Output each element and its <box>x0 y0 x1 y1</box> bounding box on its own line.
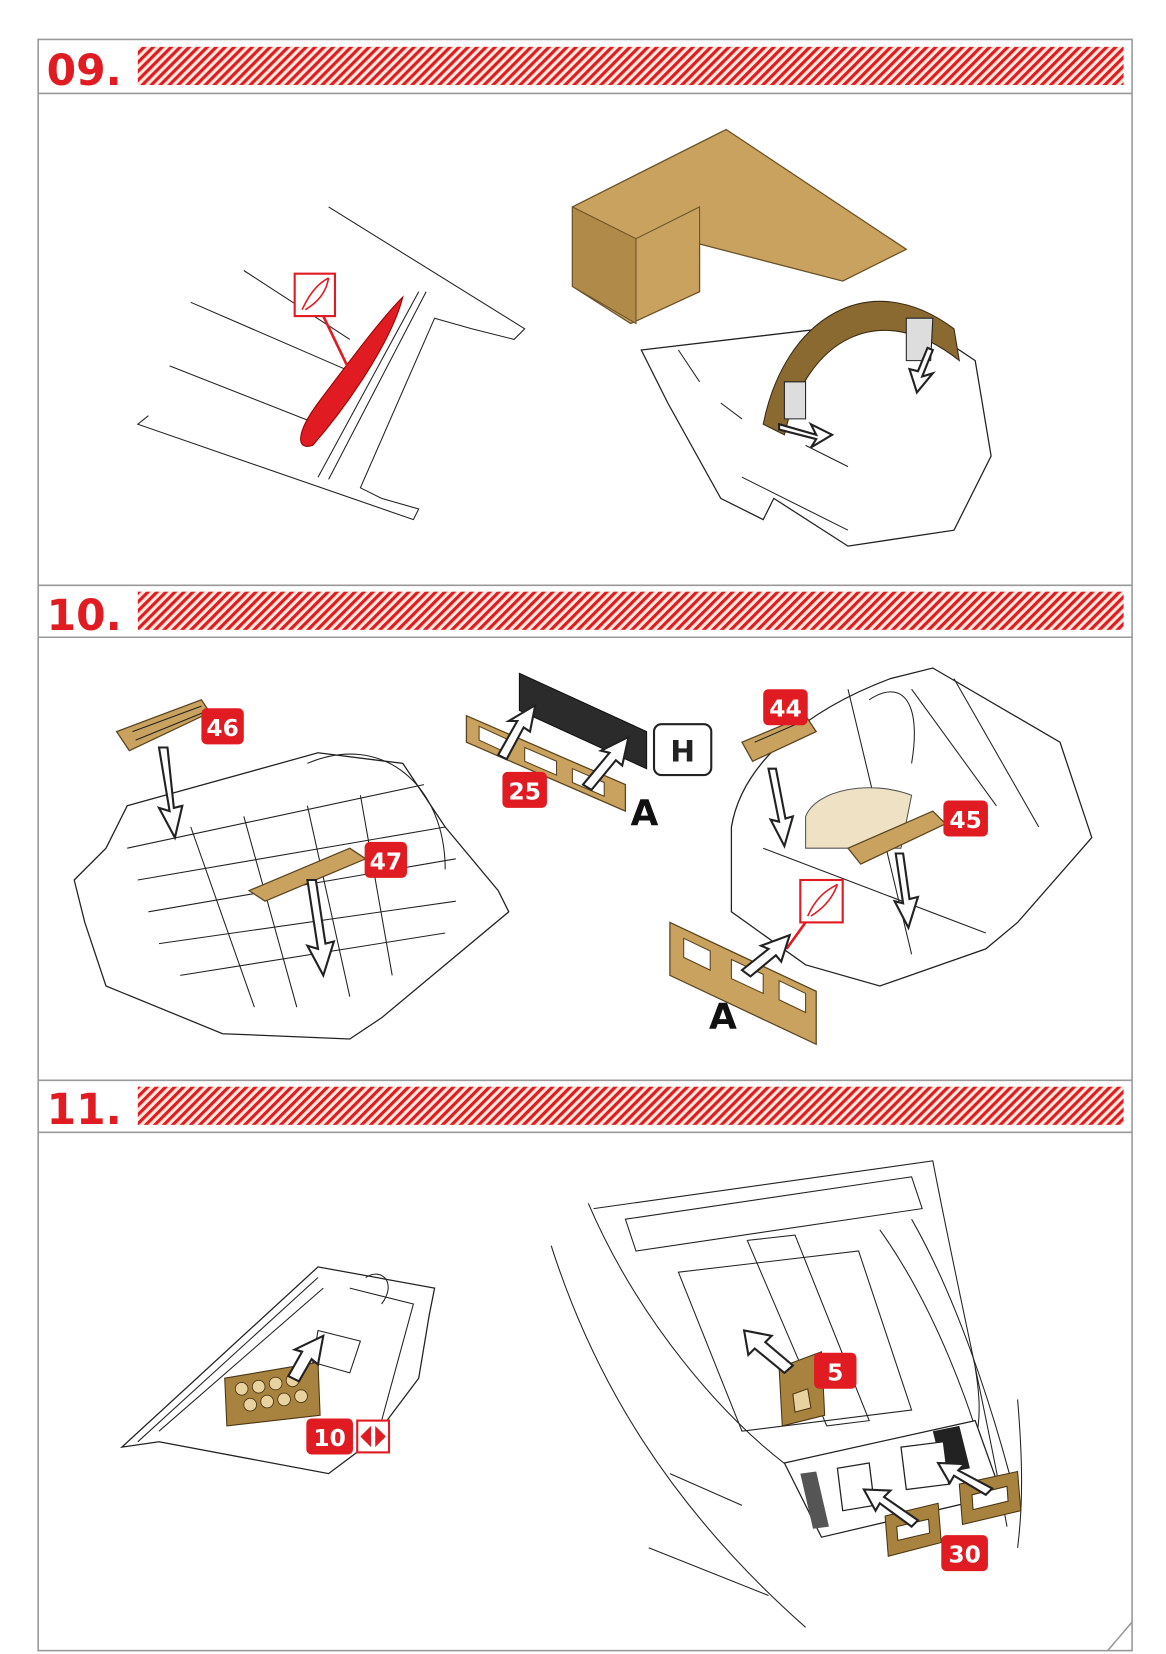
page-border <box>37 38 1133 1652</box>
svg-text:25: 25 <box>508 778 540 805</box>
step-11-header: 11. <box>38 1079 1133 1134</box>
part-badge-25: 25 <box>502 771 547 808</box>
step-09-cockpit-drawing <box>571 128 992 547</box>
pointer-arrow <box>322 315 351 372</box>
part-badge-46: 46 <box>201 708 244 745</box>
step-number: 11. <box>47 1085 122 1134</box>
svg-text:5: 5 <box>827 1359 843 1386</box>
label-a: A <box>709 996 737 1037</box>
part-badge-30: 30 <box>941 1535 988 1572</box>
part-badge-47: 47 <box>364 841 408 878</box>
part-badge-45: 45 <box>943 800 988 837</box>
header-hatch-bar <box>137 591 1124 630</box>
step-number: 09. <box>47 46 122 95</box>
step-09-header: 09. <box>38 46 1133 95</box>
step-11-console-drawing: 10 <box>119 1266 436 1475</box>
svg-text:44: 44 <box>769 696 801 723</box>
step-10-instrument-panel: 25 A H <box>465 672 713 834</box>
decal-sheet-h-icon: H <box>652 723 713 777</box>
svg-text:45: 45 <box>949 807 981 834</box>
header-hatch-bar <box>137 46 1124 85</box>
part-badge-5: 5 <box>814 1352 857 1389</box>
part-badge-44: 44 <box>763 689 808 726</box>
svg-text:46: 46 <box>206 715 238 742</box>
header-hatch-bar <box>137 1086 1124 1125</box>
step-10-cockpit-drawing: 44 45 A <box>669 667 1093 1046</box>
bend-icon <box>356 1419 391 1454</box>
svg-text:30: 30 <box>948 1542 980 1569</box>
svg-text:10: 10 <box>313 1425 345 1452</box>
step-number: 10. <box>47 591 122 640</box>
page-corner-fold <box>1107 1621 1133 1652</box>
step-10-header: 10. <box>38 584 1133 640</box>
label-a: A <box>631 793 659 834</box>
step-09-wing-drawing <box>136 206 526 521</box>
step-11-cockpit-drawing: 5 30 <box>550 1160 1023 1628</box>
part-badge-10: 10 <box>306 1418 353 1455</box>
svg-text:H: H <box>670 733 695 768</box>
step-10-floor-drawing: 46 47 <box>73 699 510 1040</box>
svg-text:47: 47 <box>370 848 402 875</box>
